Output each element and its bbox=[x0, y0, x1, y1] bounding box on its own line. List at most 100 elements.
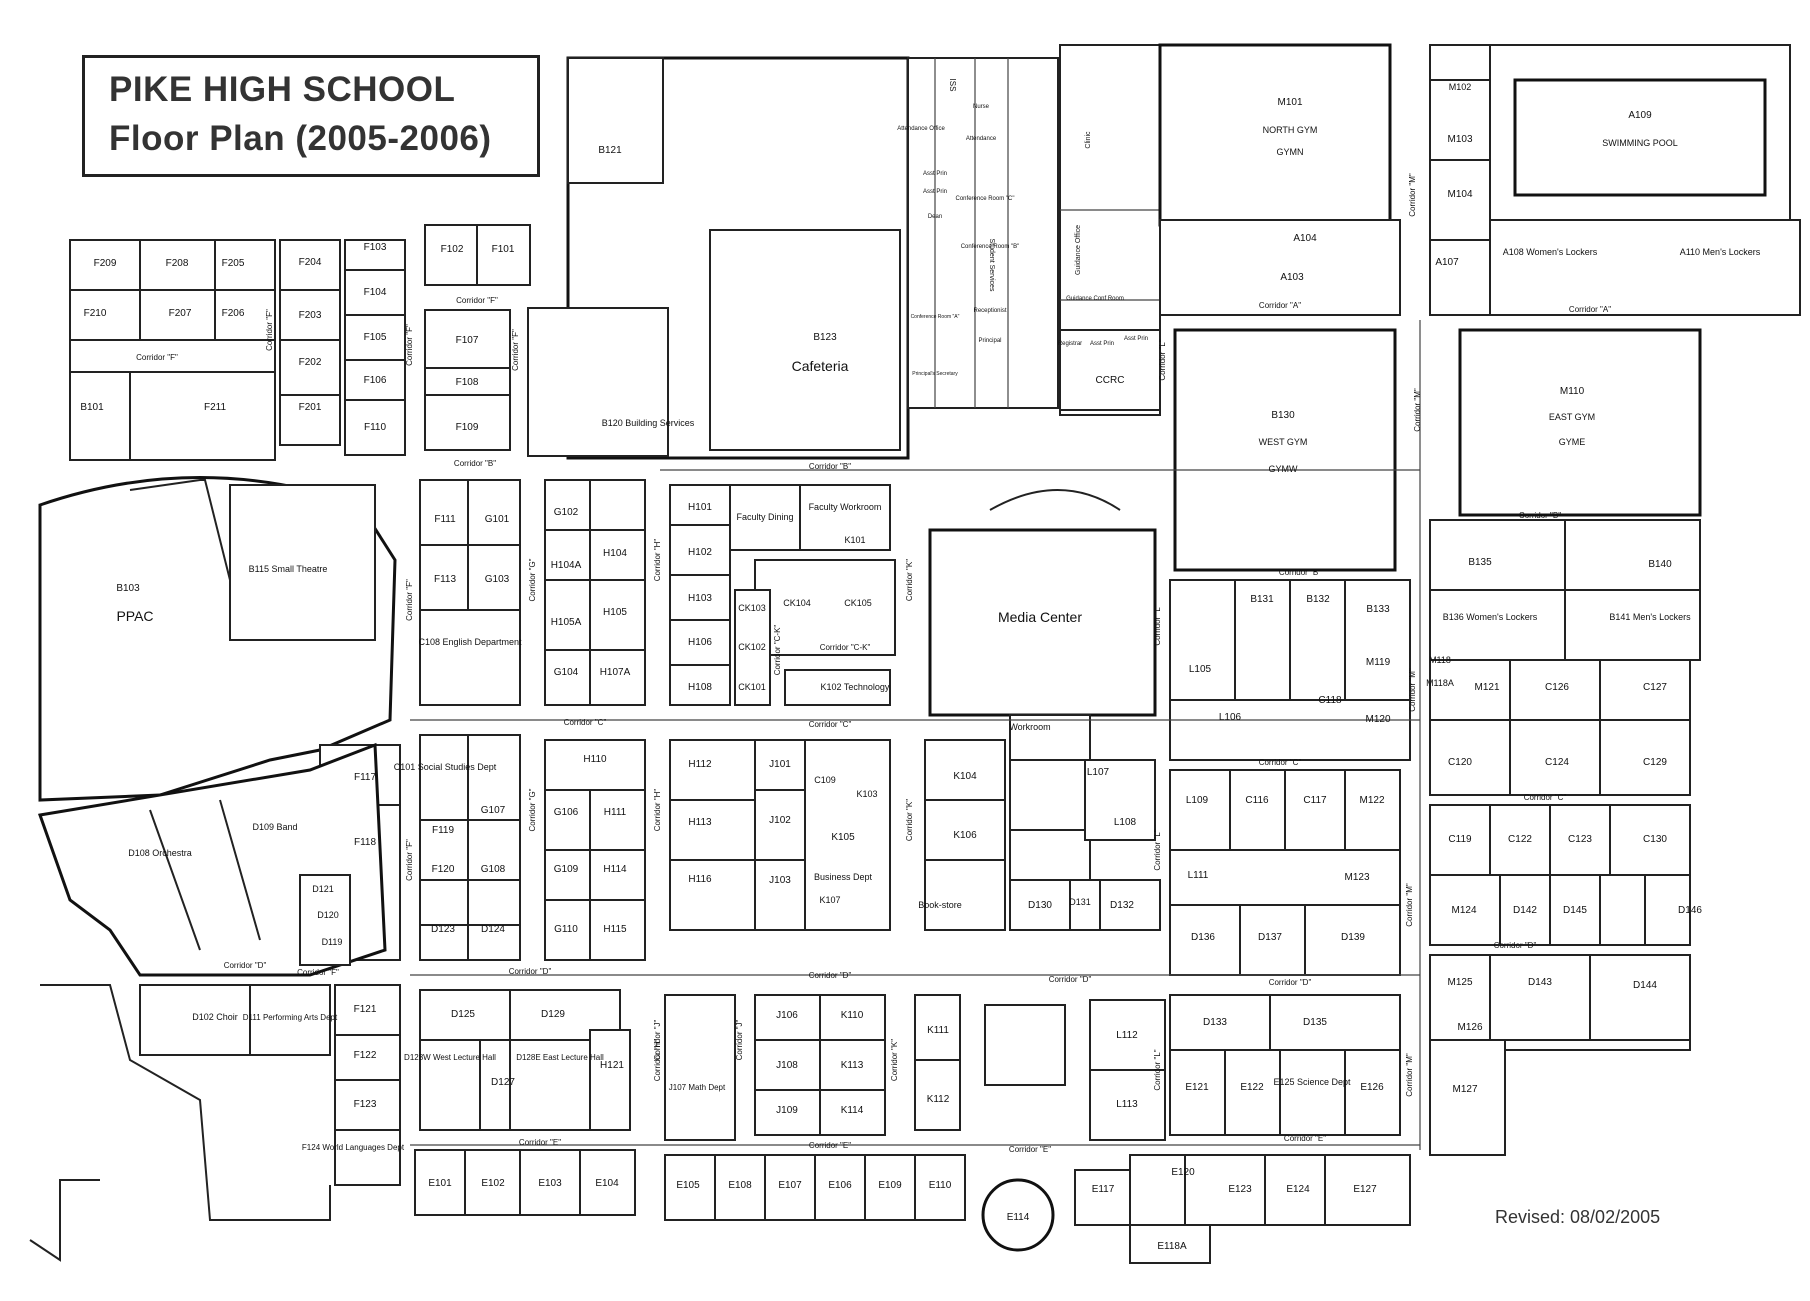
room-label: ISS bbox=[948, 79, 957, 92]
room-label: D145 bbox=[1563, 905, 1587, 916]
room-label: F123 bbox=[354, 1099, 377, 1110]
corridor-label: Corridor "D" bbox=[224, 961, 267, 970]
room-label: M121 bbox=[1474, 682, 1499, 693]
room-label: M122 bbox=[1359, 795, 1384, 806]
room-label: A110 Men's Lockers bbox=[1680, 247, 1761, 257]
map-subtitle: Floor Plan (2005-2006) bbox=[109, 119, 492, 158]
room-label: G104 bbox=[554, 667, 579, 678]
room-label: E107 bbox=[778, 1180, 802, 1191]
corridor-label: Corridor "D" bbox=[809, 971, 852, 980]
room-label: H115 bbox=[603, 924, 627, 935]
room-label: A108 Women's Lockers bbox=[1503, 247, 1598, 257]
room-label: J103 bbox=[769, 875, 791, 886]
room-label: CK103 bbox=[738, 603, 766, 613]
room-label: Book-store bbox=[918, 900, 962, 910]
corridor-label: Corridor "D" bbox=[1269, 978, 1312, 987]
room-label: B132 bbox=[1306, 594, 1330, 605]
room-label: D129 bbox=[541, 1009, 565, 1020]
room-label: Guidance Conf Room bbox=[1066, 296, 1124, 302]
corridor-label: Corridor "F" bbox=[511, 329, 520, 371]
room-label: B130 bbox=[1271, 410, 1295, 421]
room-label: H105A bbox=[551, 617, 582, 628]
room-label: J101 bbox=[769, 759, 791, 770]
room-label: F105 bbox=[364, 332, 387, 343]
room-label: F110 bbox=[364, 422, 386, 433]
corridor-label: Corridor "C" bbox=[809, 720, 852, 729]
corridor-label: Corridor "B" bbox=[1519, 511, 1561, 520]
corridor-label: Corridor "F" bbox=[265, 309, 274, 351]
room-label: D146 bbox=[1678, 905, 1702, 916]
corridor-labels: Corridor "F" Corridor "F" Corridor "F" C… bbox=[136, 173, 1611, 1154]
corridor-label: Corridor "F" bbox=[405, 324, 414, 366]
room-label: E110 bbox=[929, 1180, 952, 1191]
corridor-label: Corridor "F" bbox=[456, 296, 498, 305]
room-label: F124 World Languages Dept bbox=[302, 1143, 405, 1152]
room-label: E117 bbox=[1092, 1184, 1115, 1195]
room-label: Conference Room "C" bbox=[956, 196, 1015, 202]
room-label: L111 bbox=[1188, 870, 1209, 881]
room-label: M120 bbox=[1365, 714, 1390, 725]
room-label: E121 bbox=[1185, 1082, 1209, 1093]
corridor-label: Corridor "L" bbox=[1158, 339, 1167, 380]
corridor-label: Corridor "F" bbox=[405, 579, 414, 621]
room-label: D130 bbox=[1028, 900, 1052, 911]
room-label: E106 bbox=[828, 1180, 852, 1191]
room-label: E126 bbox=[1360, 1082, 1384, 1093]
room-label: H103 bbox=[688, 593, 712, 604]
room-label: D136 bbox=[1191, 932, 1215, 943]
room-label: G102 bbox=[554, 507, 579, 518]
room-label: Guidance Office bbox=[1075, 225, 1082, 275]
room-label: K107 bbox=[819, 895, 840, 905]
room-label: F211 bbox=[204, 402, 226, 413]
room-label: Receptionist bbox=[973, 308, 1006, 314]
room-label: Principal bbox=[978, 338, 1001, 344]
room-label: F111 bbox=[434, 514, 456, 525]
room-label: F107 bbox=[456, 335, 479, 346]
room-label: H110 bbox=[583, 754, 607, 765]
room-label: C116 bbox=[1245, 795, 1269, 806]
room-label: D124 bbox=[481, 924, 505, 935]
room-label: G110 bbox=[554, 924, 578, 935]
room-label: F210 bbox=[84, 308, 107, 319]
room-label: F120 bbox=[432, 864, 455, 875]
room-label: GYMW bbox=[1269, 464, 1299, 474]
room-label: E120 bbox=[1171, 1167, 1195, 1178]
room-label: L107 bbox=[1087, 767, 1110, 778]
room-label: B136 Women's Lockers bbox=[1443, 612, 1538, 622]
corridor-label: Corridor "B" bbox=[809, 462, 851, 471]
room-label: Student Services bbox=[988, 239, 995, 292]
room-label: A107 bbox=[1435, 257, 1459, 268]
corridor-label: Corridor "E" bbox=[519, 1138, 561, 1147]
room-label: F201 bbox=[299, 402, 322, 413]
room-label: A103 bbox=[1280, 272, 1304, 283]
room-label: NORTH GYM bbox=[1263, 125, 1318, 135]
room-label: D128E East Lecture Hall bbox=[516, 1053, 604, 1062]
room-label: F203 bbox=[299, 310, 322, 321]
corridor-label: Corridor "F" bbox=[405, 839, 414, 881]
room-label: Dean bbox=[928, 214, 942, 220]
room-label: D127 bbox=[491, 1077, 515, 1088]
room-label: C101 Social Studies Dept bbox=[394, 762, 497, 772]
room-label: Faculty Dining bbox=[736, 512, 793, 522]
room-label: M110 bbox=[1560, 386, 1585, 397]
corridor-label: Corridor "E" bbox=[1284, 1134, 1326, 1143]
room-label: H105 bbox=[603, 607, 627, 618]
room-label: F208 bbox=[166, 258, 189, 269]
room-label: CCRC bbox=[1096, 375, 1125, 386]
room-label: H114 bbox=[603, 864, 627, 875]
corridor-label: Corridor "C-K" bbox=[820, 643, 871, 652]
room-label: CK104 bbox=[783, 598, 811, 608]
room-label: J108 bbox=[776, 1060, 798, 1071]
room-label: M125 bbox=[1447, 977, 1472, 988]
corridor-label: Corridor "F" bbox=[136, 353, 178, 362]
room-label: K104 bbox=[953, 771, 977, 782]
room-label: F108 bbox=[456, 377, 479, 388]
room-label: H121 bbox=[600, 1060, 624, 1071]
room-label: B103 bbox=[116, 583, 140, 594]
corridor-label: Corridor "D" bbox=[1049, 975, 1092, 984]
room-label: D108 Orchestra bbox=[128, 848, 192, 858]
room-label: A104 bbox=[1293, 233, 1317, 244]
room-label: C120 bbox=[1448, 757, 1472, 768]
room-label: Attendance Office bbox=[897, 126, 945, 132]
corridor-label: Corridor "A" bbox=[1259, 301, 1301, 310]
